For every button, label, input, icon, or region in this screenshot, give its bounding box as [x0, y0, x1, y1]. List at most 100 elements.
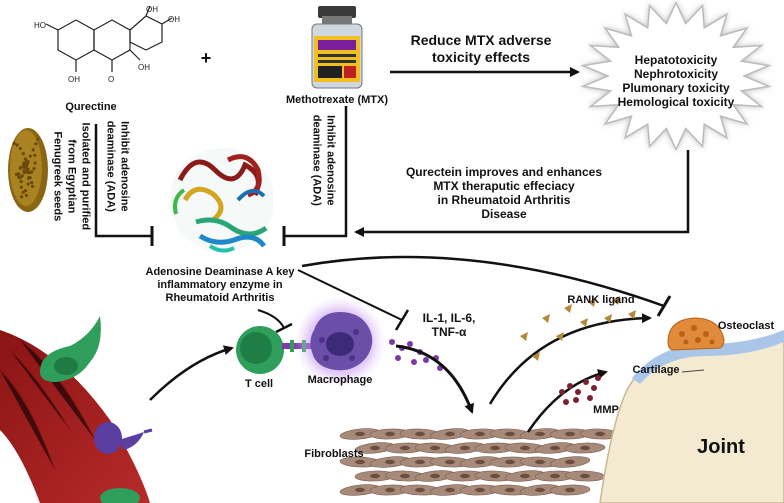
- fibroblast-nucleus: [535, 487, 545, 493]
- joint-label: Joint: [697, 436, 745, 458]
- fibroblast-nucleus: [505, 487, 515, 493]
- fibroblast-nucleus: [370, 473, 380, 479]
- green-cell-vessel-icon: [40, 316, 101, 382]
- inhibit-line-left: [94, 124, 152, 238]
- fibroblast-nucleus: [460, 473, 470, 479]
- inhibit-line-right: [284, 106, 348, 238]
- ada-protein-icon: [170, 148, 274, 253]
- fibroblast-nucleus: [355, 431, 365, 437]
- fibroblast-nucleus: [535, 459, 545, 465]
- seed-dot: [19, 185, 23, 189]
- cartilage-pointer: [681, 369, 705, 373]
- fibroblast-nucleus: [505, 459, 515, 465]
- seed-dot: [23, 157, 27, 161]
- isolated-label-1: Isolated and purified: [79, 122, 92, 231]
- seed-dot: [14, 172, 19, 176]
- seed-dot: [24, 193, 29, 198]
- inhibit-left-label-2: deaminase (ADA): [104, 120, 117, 212]
- toxicity-starburst: [580, 0, 772, 152]
- joint-bone: [599, 335, 784, 503]
- fibroblast-nucleus: [445, 487, 455, 493]
- arrow-efficacy: [354, 150, 690, 237]
- macrophage-label: Macrophage: [307, 374, 373, 386]
- fibroblast-nucleus: [475, 431, 485, 437]
- seed-dot: [30, 170, 34, 174]
- seed-dot: [23, 170, 27, 174]
- cytokine-dots: [389, 339, 443, 371]
- rank-ligand-label: RANK ligand: [567, 294, 635, 306]
- mol-o-label: O: [108, 75, 114, 84]
- fibroblast-nucleus: [415, 459, 425, 465]
- fibroblast-nucleus: [385, 459, 395, 465]
- seed-dot: [24, 166, 28, 170]
- fibroblast-nucleus: [385, 431, 395, 437]
- reduce-toxicity-line2: toxicity effects: [431, 49, 531, 65]
- seed-dot: [36, 137, 40, 141]
- inhibit-right-label-2: deaminase (ADA): [310, 114, 323, 206]
- fibroblasts-label: Fibroblasts: [304, 448, 364, 460]
- inhibit-arc-osteoclast: [301, 255, 665, 308]
- fenugreek-seeds-icon: [8, 128, 48, 212]
- fibroblast-nucleus: [490, 473, 500, 479]
- fibroblast-nucleus: [460, 445, 470, 451]
- inhibit-bar-tcell: [275, 322, 293, 334]
- fibroblast-nucleus: [385, 487, 395, 493]
- inhibit-bar-osteoclast: [656, 295, 672, 317]
- tcell-label: T cell: [244, 378, 274, 390]
- fibroblast-nucleus: [445, 431, 455, 437]
- cytokines-label-2: TNF-α: [431, 325, 467, 339]
- fibroblast-nucleus: [520, 473, 530, 479]
- ada-label-2: inflammatory enzyme in: [157, 279, 283, 291]
- arrow-cytokines-fibroblasts: [395, 344, 474, 414]
- seed-dot: [30, 184, 35, 188]
- seed-dot: [18, 147, 22, 151]
- quercetin-molecule-icon: [45, 5, 173, 72]
- fibroblast-nucleus: [550, 473, 560, 479]
- seed-dot: [33, 153, 37, 157]
- fibroblast-nucleus: [520, 445, 530, 451]
- cytokines-label-1: IL-1, IL-6,: [422, 311, 476, 325]
- fibroblast-nucleus: [445, 459, 455, 465]
- osteoclast-icon: [667, 317, 725, 351]
- fibroblast-nucleus: [550, 445, 560, 451]
- fibroblast-nucleus: [415, 431, 425, 437]
- seed-dot: [28, 154, 32, 158]
- seed-dot: [30, 180, 34, 185]
- fibroblast-nucleus: [430, 473, 440, 479]
- toxicity-hemological: Hemological toxicity: [617, 95, 735, 109]
- seed-dot: [12, 141, 16, 145]
- fibroblast-nucleus: [400, 445, 410, 451]
- fibroblast-nucleus: [595, 431, 605, 437]
- qurectine-label: Qurectine: [65, 101, 117, 113]
- mol-oh-label: OH: [146, 5, 158, 14]
- fibroblast-nucleus: [370, 445, 380, 451]
- fibroblast-nucleus: [415, 487, 425, 493]
- cartilage-layer: [632, 330, 784, 384]
- inhibit-left-label-1: Inhibit adenosine: [118, 121, 131, 212]
- fibroblast-nucleus: [430, 445, 440, 451]
- isolated-label-3: Fenugreek seeds: [51, 131, 64, 222]
- efficacy-line1: Qurectein improves and enhances: [405, 165, 603, 179]
- inhibit-right-label-1: Inhibit adenosine: [324, 115, 337, 206]
- fibroblast-nucleus: [490, 445, 500, 451]
- mmp-label: MMP: [593, 404, 619, 416]
- inhibit-line-tcell: [257, 309, 285, 329]
- seed-dot: [23, 189, 28, 193]
- mtx-vial-icon: [311, 6, 363, 89]
- seed-dot: [21, 152, 25, 156]
- osteoclast-label: Osteoclast: [717, 320, 775, 332]
- efficacy-line4: Disease: [481, 207, 527, 221]
- mol-oh-label-4: OH: [138, 63, 150, 72]
- fibroblast-nucleus: [400, 473, 410, 479]
- toxicity-nephro: Nephrotoxicity: [633, 67, 718, 81]
- cartilage-label: Cartilage: [632, 364, 680, 376]
- inhibit-bar-cytokines: [394, 309, 410, 331]
- fibroblast-nucleus: [580, 445, 590, 451]
- macrophage-icon: [294, 296, 386, 388]
- arrow-to-tcell: [149, 345, 234, 401]
- plus-sign: +: [200, 48, 212, 68]
- fibroblast-nucleus: [580, 473, 590, 479]
- ada-label-1: Adenosine Deaminase A key: [145, 266, 295, 278]
- fibroblast-nucleus: [355, 487, 365, 493]
